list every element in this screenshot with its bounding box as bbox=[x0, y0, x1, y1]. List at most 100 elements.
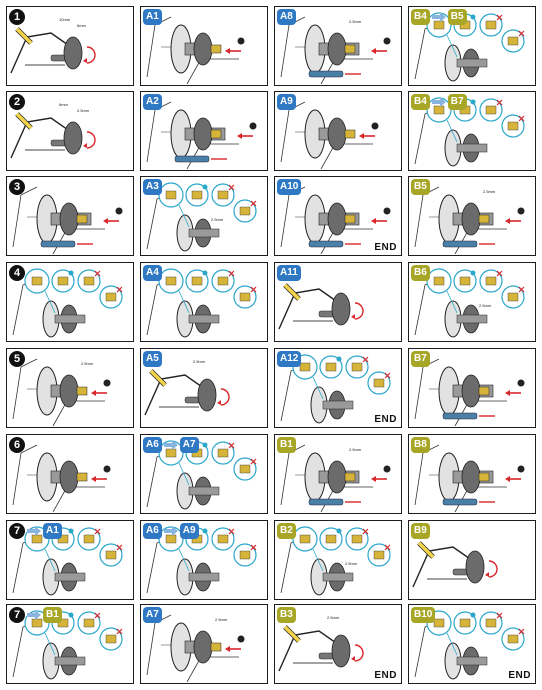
step-badge: 2 bbox=[9, 94, 25, 110]
end-label: END bbox=[374, 670, 397, 681]
step-illustration bbox=[12, 444, 111, 512]
step-badge-group: A3 bbox=[143, 179, 162, 195]
step-illustration bbox=[280, 354, 391, 424]
step-badge-group: 3 bbox=[9, 179, 25, 195]
step-badge: A4 bbox=[143, 265, 162, 281]
step-badge-group: A9 bbox=[277, 94, 296, 110]
step-badge: B5 bbox=[411, 179, 430, 195]
step-badge-group: A8 bbox=[277, 9, 296, 25]
step-illustration: 2.5mm bbox=[414, 186, 525, 254]
size-label: 2.5mm bbox=[349, 19, 362, 24]
step-illustration bbox=[412, 541, 498, 588]
size-label: 6mm bbox=[59, 102, 69, 107]
size-label: 2.5mm bbox=[193, 359, 206, 364]
step-panel: B4 B5 bbox=[408, 6, 536, 86]
step-illustration: 2.5mm bbox=[146, 614, 245, 682]
step-illustration bbox=[414, 97, 525, 167]
step-panel: 4 bbox=[6, 262, 134, 342]
step-badge-group: 6 bbox=[9, 437, 25, 453]
step-badge: A9 bbox=[277, 94, 296, 110]
step-badge-group: A7 bbox=[143, 607, 162, 623]
end-label: END bbox=[374, 242, 397, 253]
step-badge-group: B10 bbox=[411, 607, 436, 623]
step-badge: B4 bbox=[411, 9, 430, 25]
step-illustration bbox=[414, 12, 525, 82]
step-badge-group: B8 bbox=[411, 437, 430, 453]
step-badge-group: A12 bbox=[277, 351, 302, 367]
step-target-badge: B5 bbox=[447, 9, 467, 25]
step-badge-group: B7 bbox=[411, 351, 430, 367]
step-badge: B8 bbox=[411, 437, 430, 453]
step-panel: A4 bbox=[140, 262, 268, 342]
step-badge: 6 bbox=[9, 437, 25, 453]
step-badge-group: 5 bbox=[9, 351, 25, 367]
step-badge-group: B5 bbox=[411, 179, 430, 195]
step-badge-group: B2 bbox=[277, 523, 296, 539]
step-badge-group: B9 bbox=[411, 523, 430, 539]
step-badge: A10 bbox=[277, 179, 302, 195]
step-badge: A3 bbox=[143, 179, 162, 195]
arrow-right-icon bbox=[163, 526, 178, 536]
step-target-badge: A1 bbox=[43, 523, 62, 539]
size-label: 6mm bbox=[77, 23, 87, 28]
size-label: 2.5mm bbox=[327, 615, 340, 620]
step-badge: 4 bbox=[9, 265, 25, 281]
step-badge: A11 bbox=[277, 265, 301, 281]
step-illustration bbox=[12, 186, 123, 254]
step-badge: A7 bbox=[143, 607, 162, 623]
step-illustration: 2.5mm bbox=[280, 526, 391, 596]
step-badge-group: B1 bbox=[277, 437, 296, 453]
step-badge-group: B3 bbox=[277, 607, 296, 623]
size-label: 2.5mm bbox=[211, 217, 224, 222]
step-panel: 3 bbox=[6, 176, 134, 256]
step-illustration: 2.5mm bbox=[414, 268, 525, 338]
step-badge-group: 4 bbox=[9, 265, 25, 281]
step-badge: 3 bbox=[9, 179, 25, 195]
step-badge: A12 bbox=[277, 351, 302, 367]
arrow-right-icon bbox=[27, 610, 41, 620]
step-illustration bbox=[280, 186, 391, 254]
arrow-right-icon bbox=[431, 97, 446, 107]
step-badge-group: A10 bbox=[277, 179, 302, 195]
step-target-badge: A7 bbox=[179, 437, 199, 453]
step-badge: A1 bbox=[143, 9, 162, 25]
step-panel: 2.5mm A5 bbox=[140, 348, 268, 428]
step-badge: B6 bbox=[411, 265, 430, 281]
step-illustration: 2.5mm bbox=[278, 615, 364, 672]
step-badge: A8 bbox=[277, 9, 296, 25]
step-panel: A2 bbox=[140, 91, 268, 171]
step-panel: A1 bbox=[140, 6, 268, 86]
step-panel: B7 bbox=[408, 348, 536, 428]
step-target-badge: A9 bbox=[179, 523, 199, 539]
end-label: END bbox=[374, 414, 397, 425]
step-panel: 6 bbox=[6, 434, 134, 514]
step-badge-group: A5 bbox=[143, 351, 162, 367]
step-badge: A2 bbox=[143, 94, 162, 110]
step-panel: A9 bbox=[274, 91, 402, 171]
step-panel: 2.5mm A3 bbox=[140, 176, 268, 256]
size-label: 2.5mm bbox=[215, 617, 228, 622]
step-illustration: 2.5mm bbox=[144, 359, 230, 416]
step-illustration bbox=[414, 444, 525, 512]
step-illustration bbox=[146, 268, 257, 338]
step-panel: 2.5mm A7 bbox=[140, 604, 268, 684]
step-illustration bbox=[146, 101, 257, 169]
step-badge-group: A1 bbox=[143, 9, 162, 25]
step-illustration bbox=[12, 610, 123, 680]
step-badge: B3 bbox=[277, 607, 296, 623]
